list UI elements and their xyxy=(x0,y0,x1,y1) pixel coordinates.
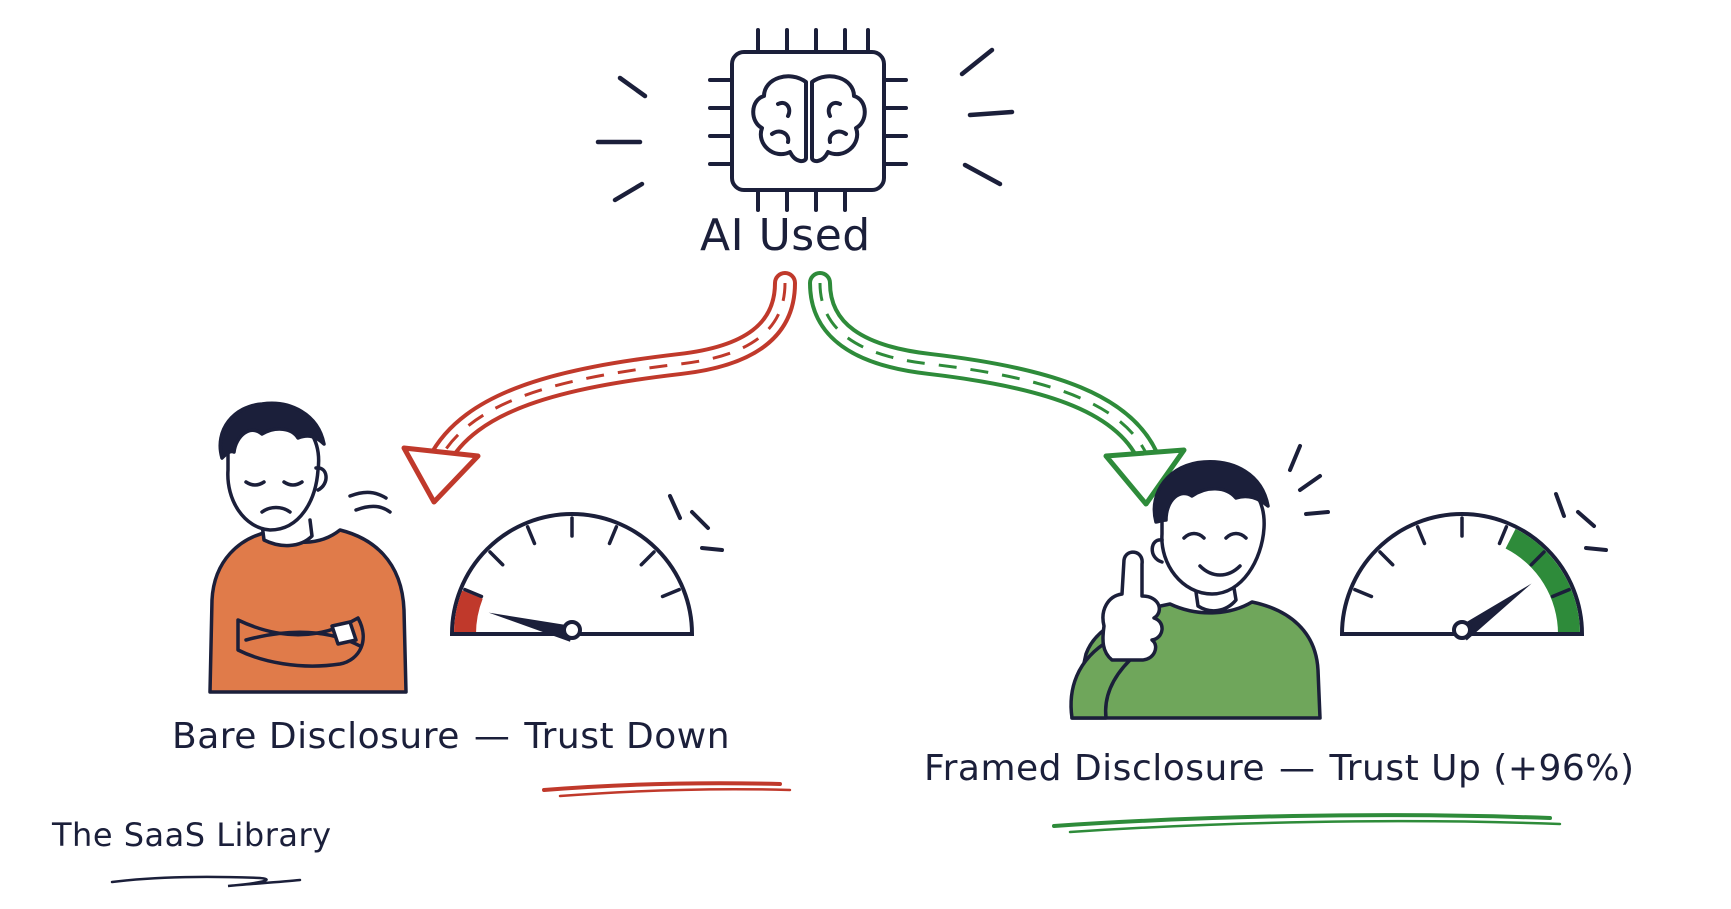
right-caption-head: Framed Disclosure xyxy=(924,748,1265,789)
ai-chip-brain-icon xyxy=(708,28,908,212)
gauge-tick xyxy=(525,525,537,546)
brand-underline xyxy=(110,875,302,888)
gauge-tick xyxy=(1529,550,1546,567)
right-caption-underline xyxy=(1052,813,1562,834)
right-caption: Framed Disclosure — Trust Up (+96%) xyxy=(924,748,1635,789)
right-caption-tail: Trust Up (+96%) xyxy=(1329,748,1635,789)
gauge-tick xyxy=(488,550,505,567)
gauge-tick xyxy=(1415,525,1427,546)
smiling-person-thumbs-up-icon xyxy=(1069,444,1330,720)
gauge-tick xyxy=(660,587,681,599)
frowning-person-arms-crossed-icon xyxy=(208,401,408,694)
gauge-tick xyxy=(607,525,619,546)
green-arrow xyxy=(808,271,1187,507)
gauge-tick xyxy=(639,550,656,567)
gauge-tick xyxy=(1378,550,1395,567)
gauge-tick xyxy=(1550,587,1571,599)
left-caption-head: Bare Disclosure xyxy=(172,716,460,757)
red-arrow xyxy=(401,271,797,505)
center-label: AI Used xyxy=(700,210,871,261)
gauge-tick xyxy=(463,587,484,599)
left-caption-underline xyxy=(542,781,792,798)
brand-label: The SaaS Library xyxy=(52,816,332,854)
speedometer-icon-left xyxy=(449,494,724,642)
gauge-tick xyxy=(1353,587,1374,599)
speedometer-icon-right xyxy=(1339,492,1608,641)
left-caption: Bare Disclosure — Trust Down xyxy=(172,716,730,757)
gauge-tick xyxy=(1497,525,1509,546)
radiating-lines xyxy=(595,47,1015,203)
left-caption-tail: Trust Down xyxy=(524,716,731,757)
right-caption-separator: — xyxy=(1279,748,1316,789)
left-caption-separator: — xyxy=(473,716,511,757)
